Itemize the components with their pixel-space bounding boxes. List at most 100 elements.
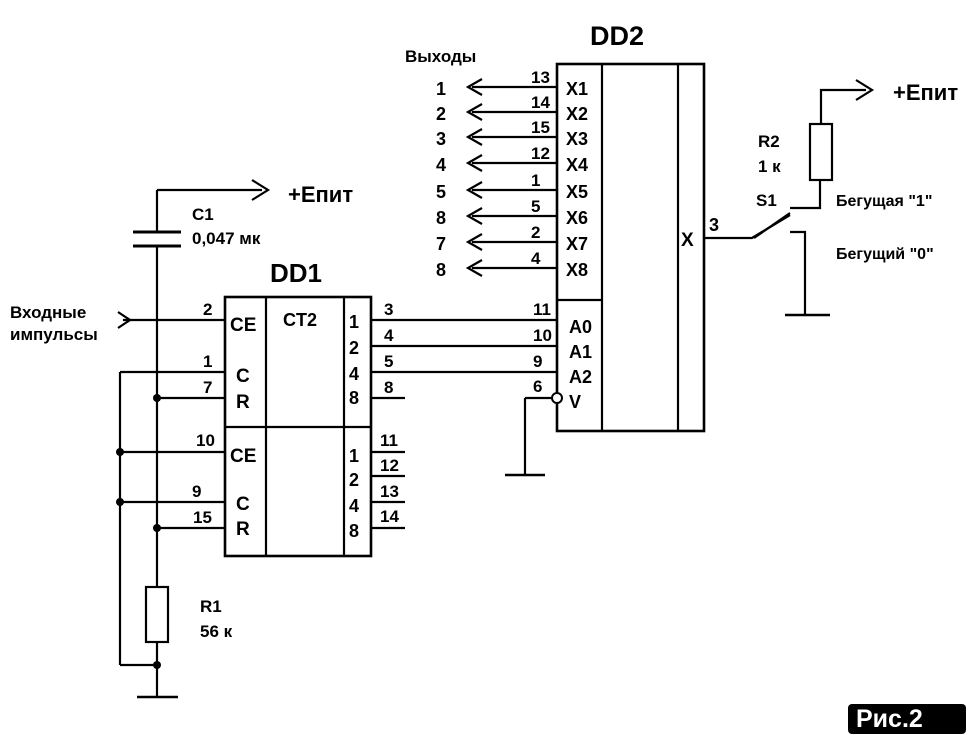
dd1-out-pin: 11: [380, 431, 398, 450]
channel-pin-number: 13: [531, 68, 550, 87]
input-arrow-icon: [117, 311, 132, 329]
dd1-ce-label: CE: [230, 315, 256, 336]
output-arrow-icon: [465, 78, 483, 96]
dd1-pin: 10: [196, 431, 215, 450]
dd1-out-weight: 2: [349, 470, 359, 490]
dd2-out-label: X: [681, 230, 694, 251]
r2-value: 1 к: [758, 157, 781, 176]
outputs-header: Выходы: [405, 47, 476, 66]
channel-output-number: 4: [436, 155, 446, 175]
junction-dot: [116, 498, 124, 506]
input-label: импульсы: [10, 325, 98, 344]
running-zero-label: Бегущий "0": [836, 246, 934, 263]
supply-label-c1: +Eпит: [288, 182, 353, 207]
r2-resistor: [808, 122, 834, 182]
dd2-title: DD2: [590, 21, 644, 51]
r1-name: R1: [200, 597, 222, 616]
figure-badge: Рис.2: [848, 704, 966, 734]
s1-name: S1: [756, 191, 777, 210]
output-arrow-icon: [465, 233, 483, 251]
dd2-addr-pin: 9: [533, 352, 542, 371]
channel-input-label: X6: [566, 208, 588, 228]
channel-pin-number: 12: [531, 144, 550, 163]
output-arrow-icon: [465, 103, 483, 121]
dd1-out-weight: 8: [349, 521, 359, 541]
dd1-out-weight: 1: [349, 312, 359, 332]
dd1-out-weight: 4: [349, 364, 359, 384]
dd1-out-pin: 12: [380, 456, 399, 475]
figure-label: Рис.2: [856, 705, 923, 733]
channel-input-label: X8: [566, 260, 588, 280]
channel-output-number: 3: [436, 129, 446, 149]
channel-output-number: 1: [436, 79, 446, 99]
supply-arrow-icon: [855, 79, 875, 101]
switch-to-r2-wire: [790, 180, 822, 210]
output-arrow-icon: [465, 207, 483, 225]
dd1-out-pin: 8: [384, 378, 393, 397]
dd1-pin: 15: [193, 508, 212, 527]
dd2-addr-label: A0: [569, 317, 592, 337]
channel-output-number: 2: [436, 104, 446, 124]
channel-pin-number: 15: [531, 118, 550, 137]
channel-output-number: 8: [436, 208, 446, 228]
dd1-out-weight: 2: [349, 338, 359, 358]
junction-dot: [116, 448, 124, 456]
channel-output-number: 7: [436, 234, 446, 254]
dd1-out-weight: 1: [349, 446, 359, 466]
input-label: Входные: [10, 303, 86, 322]
dd1-out-weight: 4: [349, 496, 359, 516]
channel-pin-number: 4: [531, 249, 541, 268]
dd2-out-pin: 3: [709, 215, 719, 235]
dd1-pin: 9: [192, 482, 201, 501]
dd2-strobe-pin: 6: [533, 377, 542, 396]
running-one-label: Бегущая "1": [836, 193, 932, 210]
dd1-pin: 1: [203, 352, 212, 371]
junction-dot: [153, 661, 161, 669]
dd1-out-pin: 3: [384, 300, 393, 319]
output-arrow-icon: [465, 181, 483, 199]
channel-input-label: X2: [566, 104, 588, 124]
c1-value: 0,047 мк: [192, 229, 261, 248]
channel-input-label: X3: [566, 129, 588, 149]
dd2-strobe-label: V: [569, 392, 581, 412]
channel-pin-number: 14: [531, 93, 550, 112]
junction-dot: [153, 394, 161, 402]
c1-name: C1: [192, 205, 214, 224]
channel-input-label: X4: [566, 155, 588, 175]
output-arrow-icon: [465, 128, 483, 146]
supply-label-r2: +Eпит: [893, 80, 958, 105]
channel-pin-number: 5: [531, 197, 540, 216]
output-arrow-icon: [465, 154, 483, 172]
r2-supply-wire: [819, 88, 866, 124]
channel-output-number: 5: [436, 182, 446, 202]
r1-value: 56 к: [200, 622, 233, 641]
dd1-type-label: CT2: [283, 310, 317, 330]
dd2-addr-pin: 11: [533, 300, 551, 319]
dd1-ce2-label: CE: [230, 446, 256, 467]
inversion-circle: [551, 392, 563, 404]
dd2-addr-pin: 10: [533, 326, 552, 345]
channel-input-label: X5: [566, 182, 588, 202]
switch-to-ground-wire: [790, 230, 807, 315]
dd1-r2-label: R: [236, 519, 250, 540]
dd1-out-pin: 13: [380, 482, 399, 501]
dd1-r-label: R: [236, 392, 250, 413]
r2-name: R2: [758, 132, 780, 151]
dd2-addr-label: A2: [569, 367, 592, 387]
dd1-out-pin: 14: [380, 507, 399, 526]
dd2-addr-label: A1: [569, 342, 592, 362]
dd1-out-pin: 5: [384, 352, 393, 371]
channel-input-label: X7: [566, 234, 588, 254]
dd1-out-pin: 4: [384, 326, 394, 345]
junction-dot: [153, 524, 161, 532]
dd1-c2-label: C: [236, 494, 250, 515]
dd1-c-label: C: [236, 366, 250, 387]
s1-switch-lever: [753, 212, 791, 239]
output-arrow-icon: [465, 259, 483, 277]
channel-pin-number: 1: [531, 171, 540, 190]
dd1-title: DD1: [270, 258, 322, 288]
dd1-pin: 2: [203, 300, 212, 319]
dd2-body: [555, 62, 706, 433]
